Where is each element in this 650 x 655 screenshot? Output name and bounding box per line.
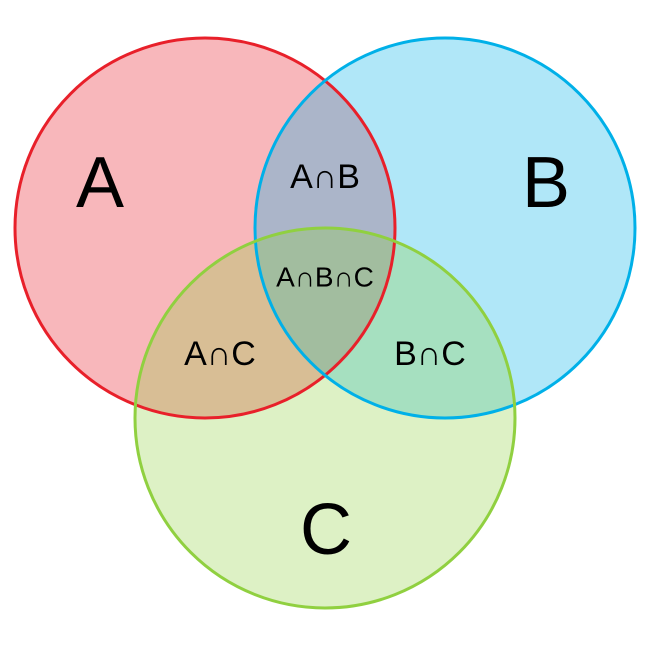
circle-c	[135, 228, 515, 608]
label-a-and-b: A∩B	[290, 158, 360, 196]
circle-a	[15, 38, 395, 418]
label-a-and-b-and-c: A∩B∩C	[276, 261, 374, 292]
label-b: B	[522, 143, 570, 223]
label-c: C	[300, 490, 352, 570]
label-a: A	[76, 143, 124, 223]
label-a-and-c: A∩C	[184, 335, 256, 373]
circle-a-outline	[13, 36, 397, 420]
label-b-and-c: B∩C	[394, 335, 466, 373]
circle-b	[255, 38, 635, 418]
circle-c-outline	[133, 226, 517, 610]
circle-b-outline	[253, 36, 637, 420]
